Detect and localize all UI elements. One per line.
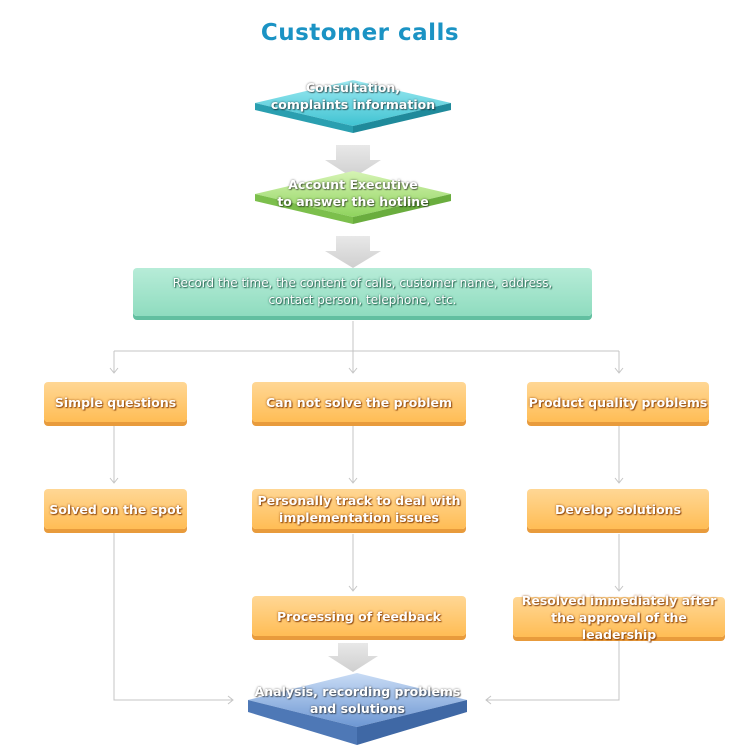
solved-spot-box: Solved on the spot xyxy=(44,489,187,529)
account-executive-label: Account Executive to answer the hotline xyxy=(277,177,429,209)
analysis-label: Analysis, recording problems and solutio… xyxy=(254,684,461,716)
record-box: Record the time, the content of calls, c… xyxy=(133,268,592,316)
simple-questions-box: Simple questions xyxy=(44,382,187,422)
product-quality-box: Product quality problems xyxy=(527,382,709,422)
feedback-box: Processing of feedback xyxy=(252,596,466,636)
down-arrow-1 xyxy=(325,145,381,178)
personally-track-box: Personally track to deal with implementa… xyxy=(252,489,466,529)
account-executive-diamond xyxy=(255,171,451,224)
consultation-label: Consultation, complaints information xyxy=(270,80,436,112)
develop-solutions-box: Develop solutions xyxy=(527,489,709,529)
branch-connector xyxy=(113,321,620,372)
down-arrow-2 xyxy=(325,236,381,268)
column-connectors xyxy=(109,426,624,705)
resolved-box: Resolved immediately after the approval … xyxy=(513,593,725,642)
down-arrow-3 xyxy=(328,643,378,672)
diagram-title: Customer calls xyxy=(260,20,460,46)
cannot-solve-box: Can not solve the problem xyxy=(252,382,466,422)
analysis-diamond xyxy=(248,673,467,745)
consultation-diamond xyxy=(255,80,451,133)
branch-arrowheads xyxy=(109,367,624,374)
